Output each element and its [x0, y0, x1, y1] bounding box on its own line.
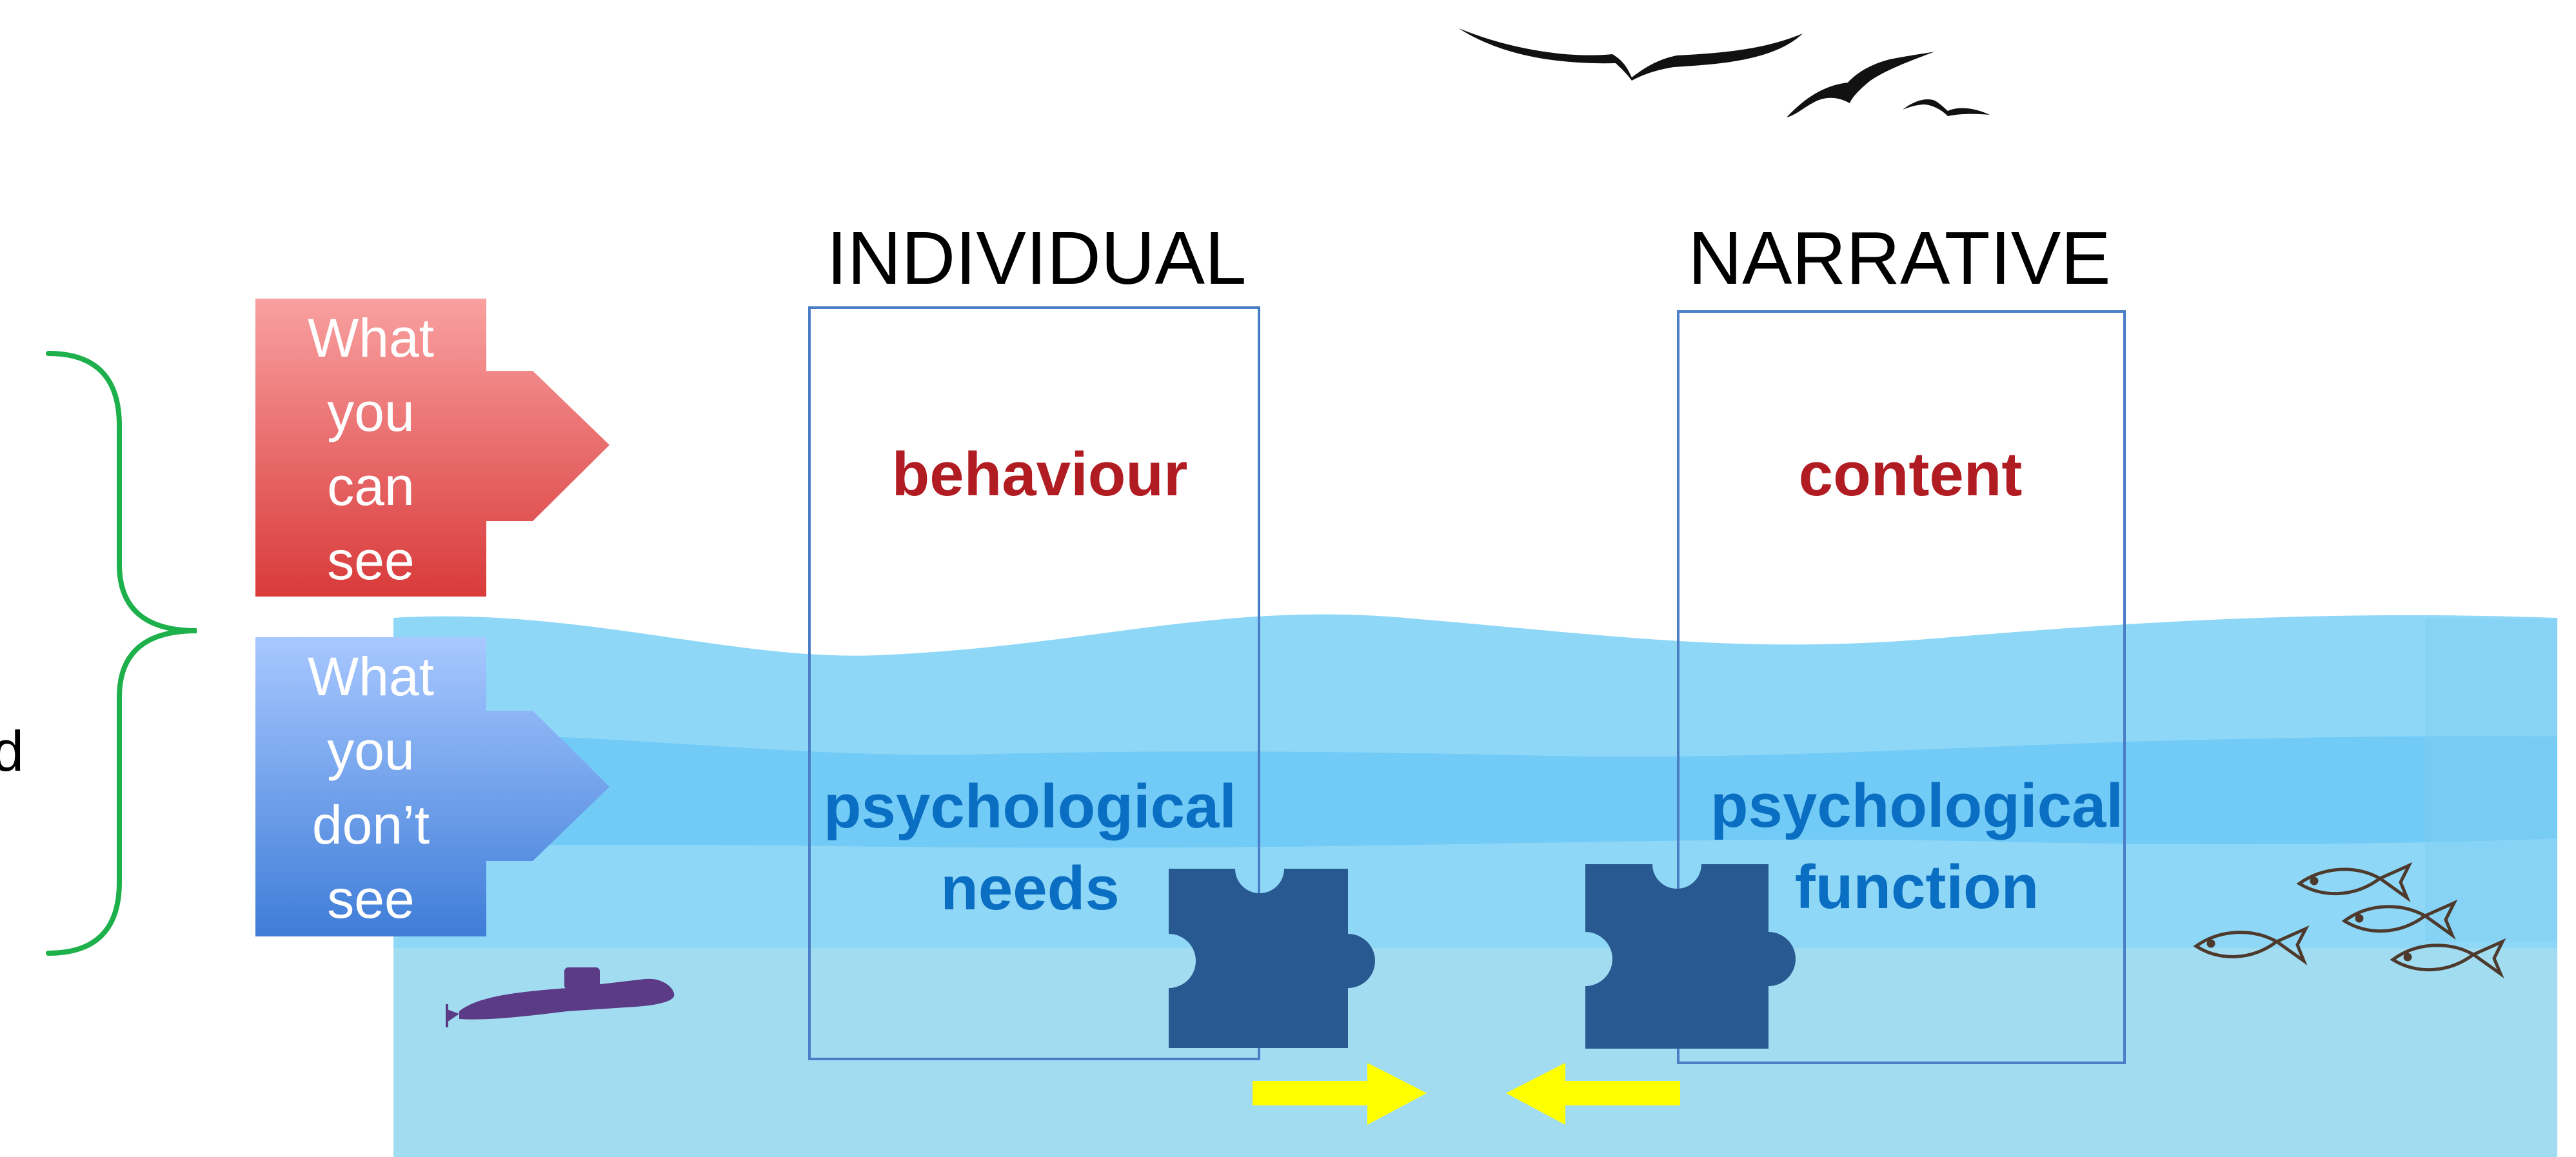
- sign-text-line: What: [308, 308, 434, 368]
- hidden-label-line2: function: [1795, 853, 2039, 922]
- fish-school: [2193, 862, 2506, 979]
- sign-hidden-lines: What you don’t see: [308, 646, 434, 929]
- bird-icon: [1787, 52, 1935, 117]
- column-title: INDIVIDUAL: [826, 216, 1246, 300]
- sign-visible: What you can see: [255, 299, 609, 597]
- sign-text-line: you: [327, 720, 414, 781]
- sign-visible-lines: What you can see: [308, 308, 434, 591]
- arrow-left-icon: [1506, 1063, 1680, 1125]
- sign-text-line: see: [327, 869, 414, 929]
- sign-text-line: What: [308, 646, 434, 707]
- bird-icon: [1459, 28, 1803, 81]
- submarine-icon: [446, 967, 675, 1027]
- puzzle-piece-icon: [1585, 864, 1796, 1049]
- fish-icon: [2390, 938, 2506, 979]
- column-individual: INDIVIDUAL behaviour psychological needs: [808, 216, 1260, 1060]
- edge-fragment-text: d: [0, 719, 24, 783]
- visible-label: behaviour: [892, 440, 1188, 509]
- sign-text-line: don’t: [312, 795, 430, 855]
- deep-water: [393, 942, 2557, 1157]
- visible-label: content: [1799, 440, 2023, 509]
- water: [393, 614, 2557, 1157]
- column-title: NARRATIVE: [1688, 216, 2110, 300]
- arrow-right-icon: [1253, 1063, 1427, 1125]
- column-box: [1677, 310, 2126, 1064]
- sign-arrow-shape: [255, 299, 609, 597]
- sign-text-line: can: [327, 456, 414, 517]
- fish-icon: [2341, 899, 2458, 940]
- puzzle-piece-icon: [1169, 869, 1375, 1048]
- sign-text-line: see: [327, 530, 414, 591]
- fish-icon: [2193, 925, 2310, 965]
- fish-icon: [2296, 862, 2413, 903]
- hidden-label-line2: needs: [940, 854, 1119, 923]
- water-edge-shade: [2425, 619, 2557, 942]
- sign-arrow-shape: [255, 637, 609, 936]
- curly-brace: [46, 351, 197, 956]
- column-box: [808, 306, 1260, 1060]
- bird-icon: [1903, 99, 1990, 116]
- sign-text-line: you: [327, 382, 414, 442]
- hidden-label-line1: psychological: [1710, 771, 2123, 840]
- birds: [1459, 28, 1990, 117]
- hidden-label-line1: psychological: [824, 772, 1236, 841]
- wave-band: [393, 734, 2557, 848]
- sign-hidden: What you don’t see: [255, 637, 609, 936]
- column-narrative: NARRATIVE content psychological function: [1677, 216, 2126, 1064]
